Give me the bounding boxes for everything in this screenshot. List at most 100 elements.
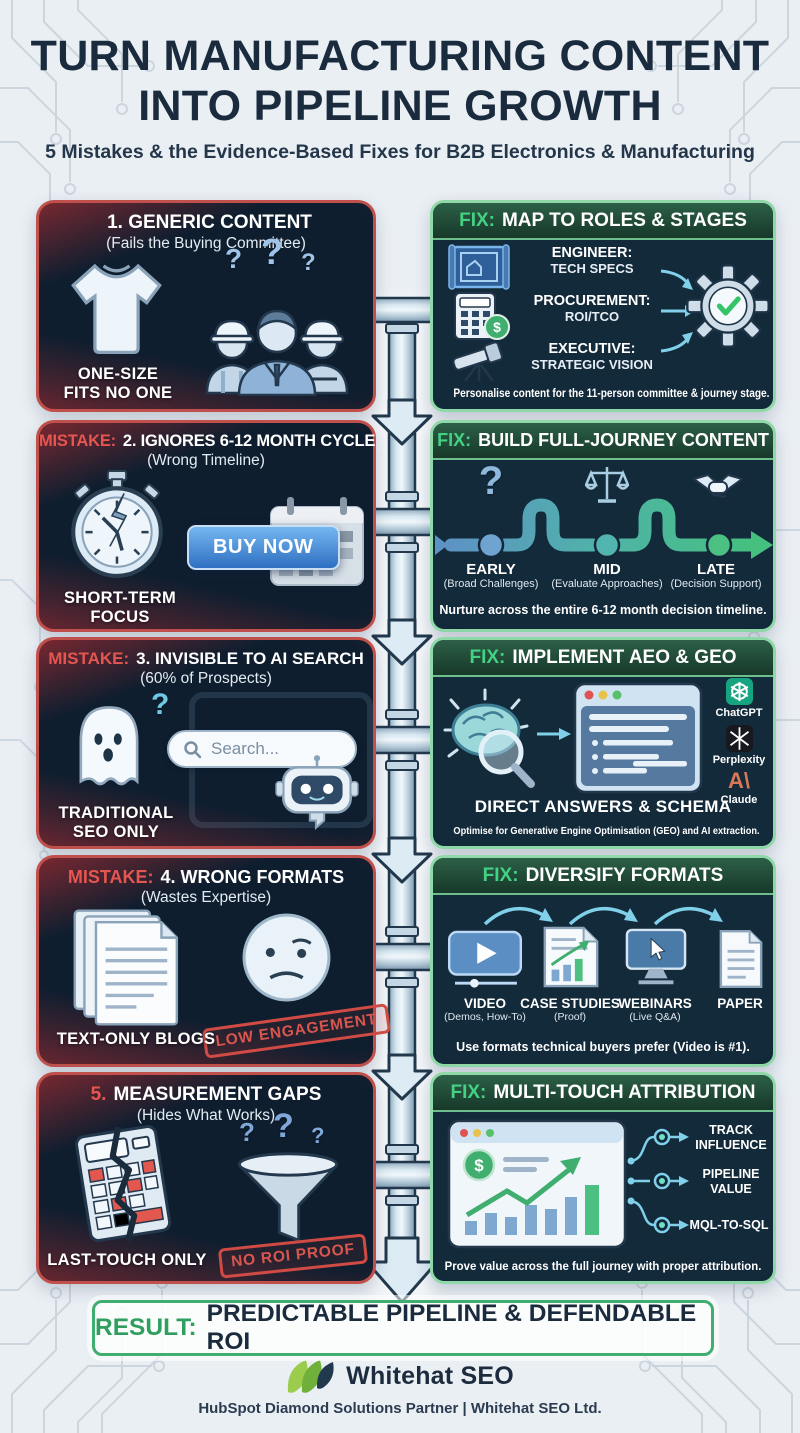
stage-early-desc: (Broad Challenges) (443, 578, 539, 590)
unamused-face-icon (242, 913, 331, 1002)
result-prefix: RESULT: (95, 1314, 197, 1341)
fix-card-1: FIX: MAP TO ROLES & STAGES $ (430, 200, 776, 412)
journey-path-graphic (435, 498, 773, 559)
format-webinars: WEBINARS (Live Q&A) (605, 996, 705, 1023)
page-title-line2: INTO PIPELINE GROWTH (138, 81, 662, 130)
fix-3-heading: FIX: IMPLEMENT AEO & GEO (433, 640, 773, 677)
video-icon (447, 930, 523, 988)
fix-2-prefix: FIX: (437, 430, 472, 450)
mistake-4-subtitle: (Wastes Expertise) (140, 889, 272, 906)
mistake-2-subtitle: (Wrong Timeline) (147, 452, 265, 469)
format-paper: PAPER (690, 996, 773, 1011)
telescope-icon (452, 341, 503, 382)
format-video-label: VIDEO (463, 996, 506, 1011)
format-webinars-label: WEBINARS (618, 996, 692, 1011)
format-flow-arrows-icon (483, 906, 723, 926)
leaky-funnel-icon (237, 1152, 339, 1243)
role-engineer-focus: TECH SPECS (550, 261, 634, 276)
fix-1-footer: Personalise content for the 11-person co… (453, 388, 770, 400)
search-input[interactable]: Search... (167, 730, 357, 768)
webinar-monitor-icon (625, 928, 687, 985)
claude-icon: A\ (728, 768, 750, 793)
fix-4-footer: Use formats technical buyers prefer (Vid… (456, 1040, 750, 1054)
stage-late: LATE (Decision Support) (659, 561, 773, 590)
role-procurement-name: PROCUREMENT: (533, 293, 651, 309)
fix-5-title: MULTI-TOUCH ATTRIBUTION (493, 1081, 756, 1103)
brand-name: Whitehat SEO (346, 1361, 514, 1390)
mistake-2-title: 2. IGNORES 6-12 MONTH CYCLE (122, 432, 376, 450)
down-arrow-icon (365, 398, 439, 1304)
broken-calculator-icon (75, 1125, 172, 1242)
page-title: TURN MANUFACTURING CONTENT INTO PIPELINE… (0, 32, 800, 132)
ai-tools-column: ChatGPT Perplexity A\ Claude (709, 678, 769, 806)
mistake-5-subtitle: (Hides What Works) (136, 1107, 276, 1124)
case-study-icon (543, 926, 599, 988)
brand-tagline: HubSpot Diamond Solutions Partner | Whit… (198, 1400, 602, 1417)
roi-calculator-icon: $ (454, 292, 510, 340)
mistake-4-prefix: MISTAKE: (67, 867, 154, 887)
gear-check-icon (686, 264, 770, 348)
brand-row: Whitehat SEO (0, 1356, 800, 1396)
mistake-2-prefix: MISTAKE: (39, 432, 116, 450)
analytics-browser-icon: $ (447, 1119, 627, 1249)
mistake-5-prefix: 5. (90, 1084, 107, 1105)
ghost-icon (79, 706, 139, 786)
question-mark-icon: ? (478, 459, 504, 503)
role-executive-focus: STRATEGIC VISION (531, 357, 653, 372)
fix-4-heading: FIX:DIVERSIFY FORMATS (433, 858, 773, 895)
fix-card-5: FIX: MULTI-TOUCH ATTRIBUTION $ (430, 1072, 776, 1284)
ai-tool-claude-label: Claude (720, 794, 758, 806)
fix-3-footer: Optimise for Generative Engine Optimisat… (453, 825, 760, 837)
fix-1-prefix: FIX: (459, 209, 495, 231)
mistake-1-title: 1. GENERIC CONTENT (107, 212, 312, 233)
question-mark-icon: ? (225, 243, 243, 274)
fix-3-prefix: FIX: (469, 646, 506, 668)
fix-4-prefix: FIX: (482, 864, 519, 886)
mistake-card-5: 5.MEASUREMENT GAPS (Hides What Works) ? (36, 1072, 376, 1284)
mistake-4-caption: TEXT-ONLY BLOGS (56, 1030, 216, 1048)
scales-icon (585, 467, 629, 503)
page-subtitle: 5 Mistakes & the Evidence-Based Fixes fo… (45, 141, 755, 163)
output-mql-to-sql: MQL-TO-SQL (689, 1218, 769, 1232)
fix-5-prefix: FIX: (450, 1081, 487, 1103)
mistake-1-heading: 1. GENERIC CONTENT (39, 212, 373, 234)
output-track-influence: TRACK INFLUENCE (695, 1123, 767, 1152)
stage-late-desc: (Decision Support) (670, 578, 762, 590)
search-icon (184, 740, 202, 758)
stage-mid-label: MID (593, 561, 621, 578)
format-webinars-desc: (Live Q&A) (629, 1011, 681, 1023)
mistake-1-subtitle: (Fails the Buying Committee) (106, 235, 306, 252)
role-procurement: PROCUREMENT: ROI/TCO (517, 293, 667, 324)
fix-card-4: FIX:DIVERSIFY FORMATS (430, 855, 776, 1067)
question-mark-icon: ? (261, 231, 283, 272)
mistake-3-heading: MISTAKE:3. INVISIBLE TO AI SEARCH (39, 649, 373, 669)
format-video: VIDEO (Demos, How-To) (435, 996, 535, 1023)
question-mark-icon: ? (301, 249, 316, 276)
mistake-card-3: MISTAKE:3. INVISIBLE TO AI SEARCH (60% o… (36, 637, 376, 849)
fix-5-footer: Prove value across the full journey with… (444, 1259, 762, 1273)
stage-early: EARLY (Broad Challenges) (436, 561, 546, 590)
format-video-desc: (Demos, How-To) (444, 1011, 526, 1023)
fix-3-title: IMPLEMENT AEO & GEO (512, 646, 737, 668)
mistake-5-caption: LAST-TOUCH ONLY (47, 1251, 207, 1269)
fix-card-3: FIX: IMPLEMENT AEO & GEO (430, 637, 776, 849)
mistake-3-subtitle: (60% of Prospects) (140, 670, 272, 687)
right-arrow-icon (537, 728, 571, 740)
page-title-line1: TURN MANUFACTURING CONTENT (30, 32, 770, 80)
format-paper-label: PAPER (717, 996, 763, 1011)
output-pipeline-value: PIPELINE VALUE (702, 1167, 760, 1196)
stage-mid-desc: (Evaluate Approaches) (551, 578, 663, 590)
buying-committee-icon (205, 309, 349, 396)
stage-late-label: LATE (696, 561, 736, 578)
question-mark-icon: ? (311, 1123, 325, 1148)
result-banner: RESULT: PREDICTABLE PIPELINE & DEFENDABL… (92, 1300, 714, 1356)
buy-now-button[interactable]: BUY NOW (187, 525, 340, 570)
broken-stopwatch-icon (71, 470, 163, 578)
robot-icon (275, 755, 359, 830)
role-executive: EXECUTIVE: STRATEGIC VISION (517, 341, 667, 372)
mistake-2-heading: MISTAKE: 2. IGNORES 6-12 MONTH CYCLE (39, 432, 376, 451)
role-executive-name: EXECUTIVE: (548, 341, 636, 357)
fix-1-title: MAP TO ROLES & STAGES (501, 209, 747, 231)
fix-3-caption: DIRECT ANSWERS & SCHEMA (474, 797, 732, 816)
